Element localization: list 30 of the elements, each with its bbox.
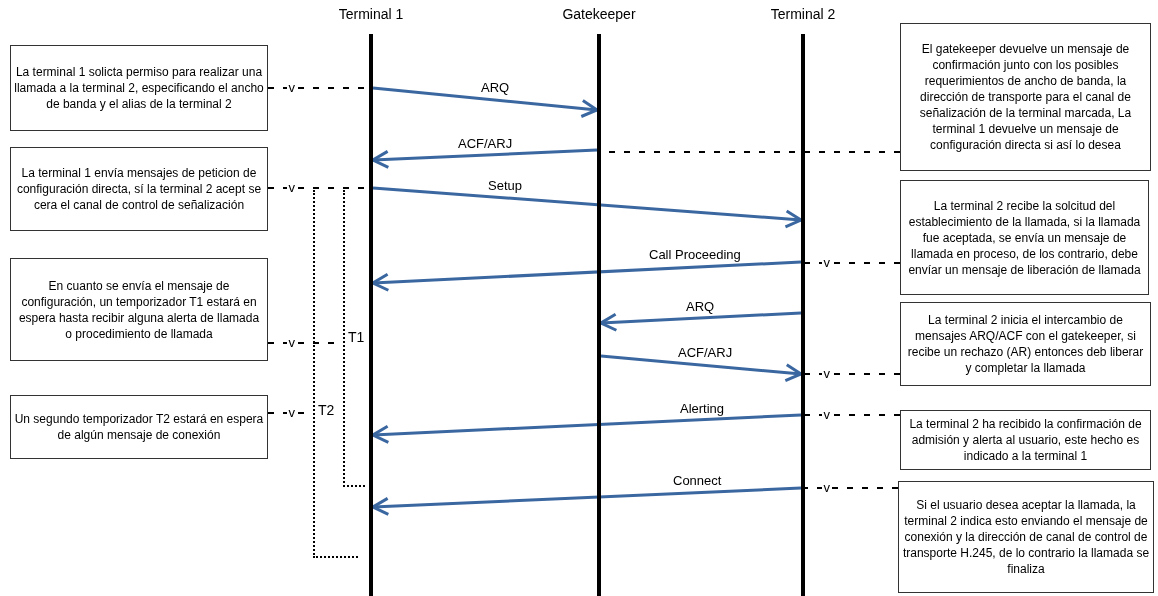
lifeline-label: Gatekeeper bbox=[561, 6, 637, 22]
note-box: Si el usuario desea aceptar la llamada, la terminal 2 indica esto enviando el mensaje de conexión y la dirección de canal de control de transporte H.245, de lo contrario la llamada se finaliza bbox=[898, 481, 1154, 593]
lifeline-label: Terminal 2 bbox=[769, 6, 837, 22]
message-arrow bbox=[372, 186, 803, 229]
note-box: La terminal 1 solicta permiso para realizar una llamada a la terminal 2, especificando el ancho de banda y el alias de la terminal 2 bbox=[10, 45, 268, 131]
leader-line bbox=[804, 414, 901, 416]
note-box: En cuanto se envía el mensaje de configuración, un temporizador T1 estará en espera hasta recibir alguna alerta de llamada o procedimiento de llamada bbox=[10, 258, 268, 361]
note-box: La terminal 2 recibe la solcitud del establecimiento de la llamada, si la llamada fue aceptada, se envía un mensaje de llamada en proceso, de los contrario, debe envíar un mensaje de liberación de llamada bbox=[900, 180, 1149, 295]
note-box: Un segundo temporizador T2 estará en espera de algún mensaje de conexión bbox=[10, 395, 268, 459]
note-box: La terminal 2 inicia el intercambio de mensajes ARQ/ACF con el gatekeeper, si recibe un rechazo (AR) entonces deb liberar y completar la llamada bbox=[900, 302, 1151, 386]
leader-line bbox=[804, 262, 901, 264]
message-arrow bbox=[371, 486, 802, 516]
message-arrow bbox=[372, 86, 599, 118]
note-box: La terminal 1 envía mensajes de peticion de configuración directa, sí la terminal 2 acept se cera el canal de control de señalización bbox=[10, 147, 268, 231]
message-arrow bbox=[600, 354, 803, 383]
edge-label: ARQ bbox=[479, 80, 512, 96]
edge-label: ARQ bbox=[684, 299, 717, 315]
message-arrow bbox=[371, 260, 802, 292]
edge-label: Setup bbox=[486, 178, 524, 194]
message-arrow bbox=[371, 148, 598, 169]
note-box: El gatekeeper devuelve un mensaje de confirmación junto con los posibles requerimientos de ancho de banda, la dirección de transporte para el canal de señalización de la terminal marcada, La terminal 1 devuelve un mensaje de configuración directa si así lo desea bbox=[900, 23, 1151, 171]
message-arrow bbox=[371, 413, 802, 444]
message-arrow bbox=[599, 311, 802, 332]
leader-line bbox=[804, 373, 901, 375]
lifeline-label: Terminal 1 bbox=[337, 6, 405, 22]
timer-bracket bbox=[343, 190, 365, 487]
timer-label: T1 bbox=[348, 329, 365, 345]
note-box: La terminal 2 ha recibido la confirmación de admisión y alerta al usuario, este hecho es indicado a la terminal 1 bbox=[900, 410, 1151, 470]
leader-line bbox=[804, 487, 899, 489]
timer-label: T2 bbox=[318, 402, 335, 418]
